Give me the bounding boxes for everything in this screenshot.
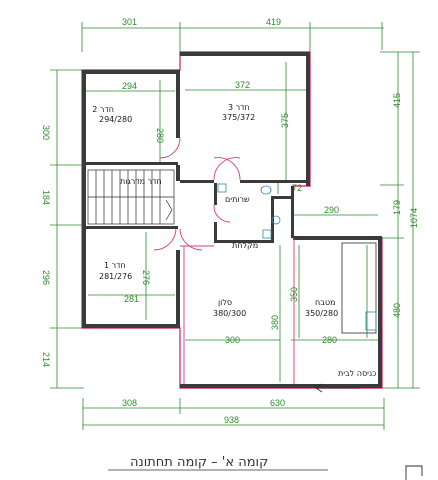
dimension-lines bbox=[50, 22, 420, 430]
dim-bath-72: 72 bbox=[292, 183, 302, 193]
dim-left-300: 300 bbox=[41, 125, 51, 140]
room2-size: 294/280 bbox=[99, 115, 132, 124]
dim-right-415: 415 bbox=[392, 93, 402, 108]
entrance-arrow-icon bbox=[315, 383, 360, 393]
walls bbox=[81, 51, 383, 389]
entrance-label: כניסה לבית bbox=[338, 369, 376, 378]
bathrooms-label: שרותים bbox=[225, 195, 250, 204]
dim-top-right: 419 bbox=[266, 17, 281, 27]
room1-name: חדר 1 bbox=[104, 261, 126, 270]
dim-top-left: 301 bbox=[122, 17, 137, 27]
dim-right-179: 179 bbox=[392, 200, 402, 215]
room-labels: חדר 2 294/280 חדר 3 375/372 חדר 1 281/27… bbox=[92, 103, 376, 378]
dim-room3-height: 375 bbox=[280, 113, 290, 128]
dim-bottom-938: 938 bbox=[224, 415, 239, 425]
dim-left-214: 214 bbox=[41, 352, 51, 367]
dim-room2-width: 294 bbox=[122, 81, 137, 91]
dim-room1-height: 276 bbox=[141, 270, 151, 285]
shower-label: מקלחת bbox=[232, 241, 258, 250]
room3-name: חדר 3 bbox=[228, 103, 250, 112]
room2-name: חדר 2 bbox=[92, 105, 114, 114]
salon-size: 380/300 bbox=[213, 309, 246, 318]
dim-left-296: 296 bbox=[41, 270, 51, 285]
stair-room-label: חדר מדרגות bbox=[120, 177, 162, 186]
fixtures bbox=[217, 183, 281, 239]
dim-room3-width: 372 bbox=[235, 80, 250, 90]
dim-room1-width: 281 bbox=[124, 294, 139, 304]
dim-salon-width: 300 bbox=[225, 335, 240, 345]
dim-right-480: 480 bbox=[392, 303, 402, 318]
plan-title: קומה א' – קומה תחתונה bbox=[130, 455, 268, 470]
room3-size: 375/372 bbox=[222, 113, 255, 122]
dim-salon-height: 380 bbox=[270, 315, 280, 330]
staircase bbox=[87, 169, 175, 225]
doors bbox=[153, 137, 241, 251]
dim-bottom-630: 630 bbox=[270, 398, 285, 408]
dim-room2-height: 280 bbox=[155, 128, 165, 143]
salon-name: סלון bbox=[218, 298, 232, 307]
dim-kitchen-350: 350 bbox=[289, 287, 299, 302]
dim-right-1074: 1074 bbox=[409, 208, 419, 228]
dimension-labels: 301 419 300 184 296 214 415 179 480 1074… bbox=[41, 17, 419, 425]
dim-left-184: 184 bbox=[41, 190, 51, 205]
kitchen-size: 350/280 bbox=[305, 309, 338, 318]
dim-kitchen-width: 290 bbox=[324, 205, 339, 215]
room1-size: 281/276 bbox=[99, 272, 132, 281]
kitchen-name: מטבח bbox=[315, 298, 335, 307]
dim-bottom-308: 308 bbox=[122, 398, 137, 408]
dim-kitchen-280: 280 bbox=[322, 335, 337, 345]
corner-mark-icon bbox=[405, 465, 423, 480]
